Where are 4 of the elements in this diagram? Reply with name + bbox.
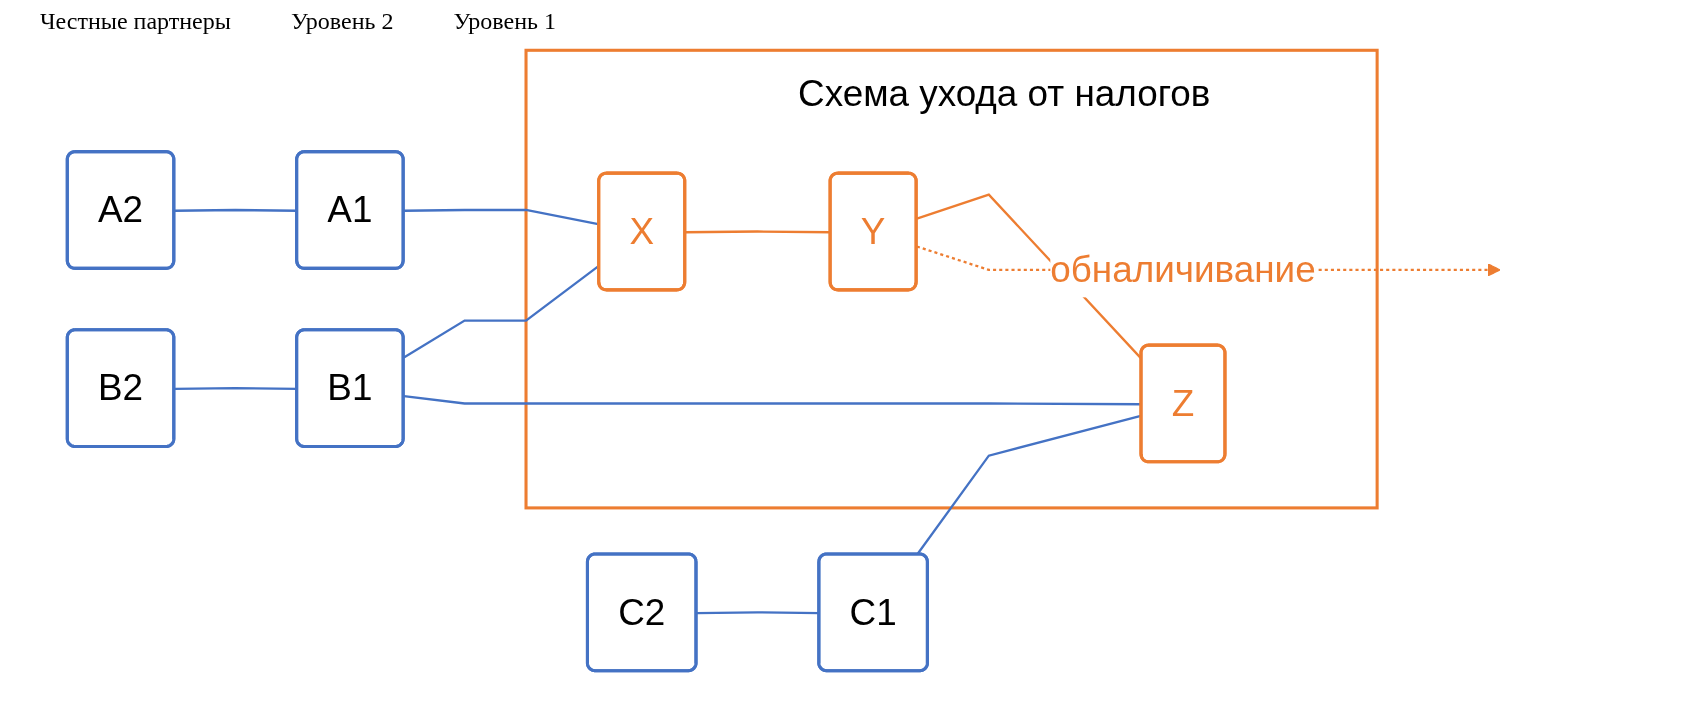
column-heading: Уровень 1 — [453, 8, 556, 35]
column-heading: Уровень 2 — [290, 8, 394, 35]
column-heading: Честные партнеры — [40, 8, 231, 35]
edge-label: обналичивание — [1050, 247, 1317, 290]
